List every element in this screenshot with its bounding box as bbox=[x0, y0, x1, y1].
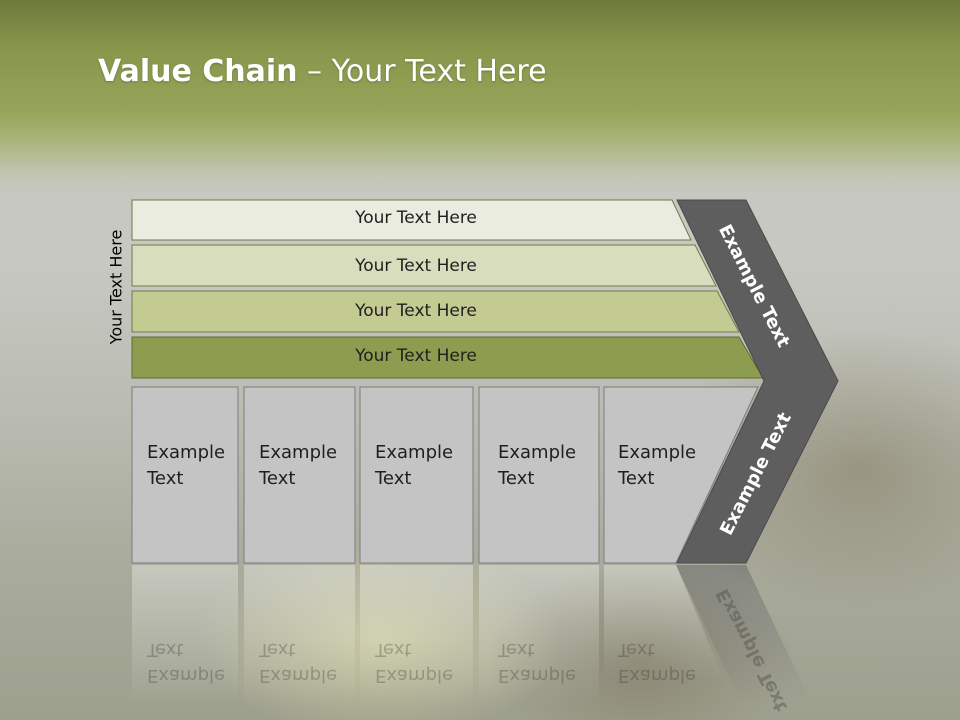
box-3 bbox=[359, 386, 474, 564]
box-4-reflection-line1: Example bbox=[498, 665, 577, 686]
slide-title: Value Chain – Your Text Here bbox=[98, 54, 547, 89]
box-4-line2: Text bbox=[498, 468, 535, 489]
box-2-label-reflection: Example Text bbox=[259, 636, 337, 688]
box-3-reflection-line2: Text bbox=[375, 639, 412, 660]
box-5-reflection bbox=[604, 565, 724, 680]
box-3-reflection-line1: Example bbox=[375, 665, 454, 686]
box-5-label-reflection: Example Text bbox=[618, 636, 696, 688]
box-1-reflection bbox=[132, 565, 238, 705]
box-2-reflection bbox=[244, 565, 355, 705]
bar-2-label: Your Text Here bbox=[355, 256, 477, 276]
box-5-reflection-line1: Example bbox=[618, 665, 697, 686]
bar-1-label: Your Text Here bbox=[355, 208, 477, 228]
box-1-reflection-line1: Example bbox=[147, 665, 226, 686]
box-4-line1: Example bbox=[498, 442, 577, 463]
box-5-line2: Text bbox=[618, 468, 655, 489]
box-5-line1: Example bbox=[618, 442, 697, 463]
box-4-reflection-line2: Text bbox=[498, 639, 535, 660]
box-3-line2: Text bbox=[375, 468, 412, 489]
bar-3 bbox=[131, 290, 740, 333]
box-2-reflection-line2: Text bbox=[259, 639, 296, 660]
box-3-reflection bbox=[360, 565, 473, 705]
header-band bbox=[0, 0, 960, 195]
box-2-reflection-line1: Example bbox=[259, 665, 338, 686]
bar-4-label: Your Text Here bbox=[355, 346, 477, 366]
box-1-line1: Example bbox=[147, 442, 226, 463]
title-rest: Your Text Here bbox=[331, 54, 547, 89]
box-1-line2: Text bbox=[147, 468, 184, 489]
box-1 bbox=[131, 386, 239, 564]
box-4-reflection bbox=[479, 565, 599, 705]
bar-1 bbox=[131, 199, 692, 241]
box-2-line2: Text bbox=[259, 468, 296, 489]
box-4-label-reflection: Example Text bbox=[498, 636, 576, 688]
bar-2 bbox=[131, 244, 717, 287]
box-1-reflection-line2: Text bbox=[147, 639, 184, 660]
box-5-reflection-line2: Text bbox=[618, 639, 655, 660]
box-2 bbox=[243, 386, 356, 564]
title-separator: – bbox=[297, 54, 332, 89]
box-1-label-reflection: Example Text bbox=[147, 636, 225, 688]
box-5 bbox=[603, 386, 759, 564]
chevron-arrow bbox=[676, 199, 839, 564]
box-4 bbox=[478, 386, 600, 564]
title-bold: Value Chain bbox=[98, 54, 298, 89]
box-2-line1: Example bbox=[259, 442, 338, 463]
box-3-label-reflection: Example Text bbox=[375, 636, 453, 688]
bar-3-label: Your Text Here bbox=[355, 301, 477, 321]
chevron-reflection bbox=[676, 565, 812, 705]
box-3-line1: Example bbox=[375, 442, 454, 463]
